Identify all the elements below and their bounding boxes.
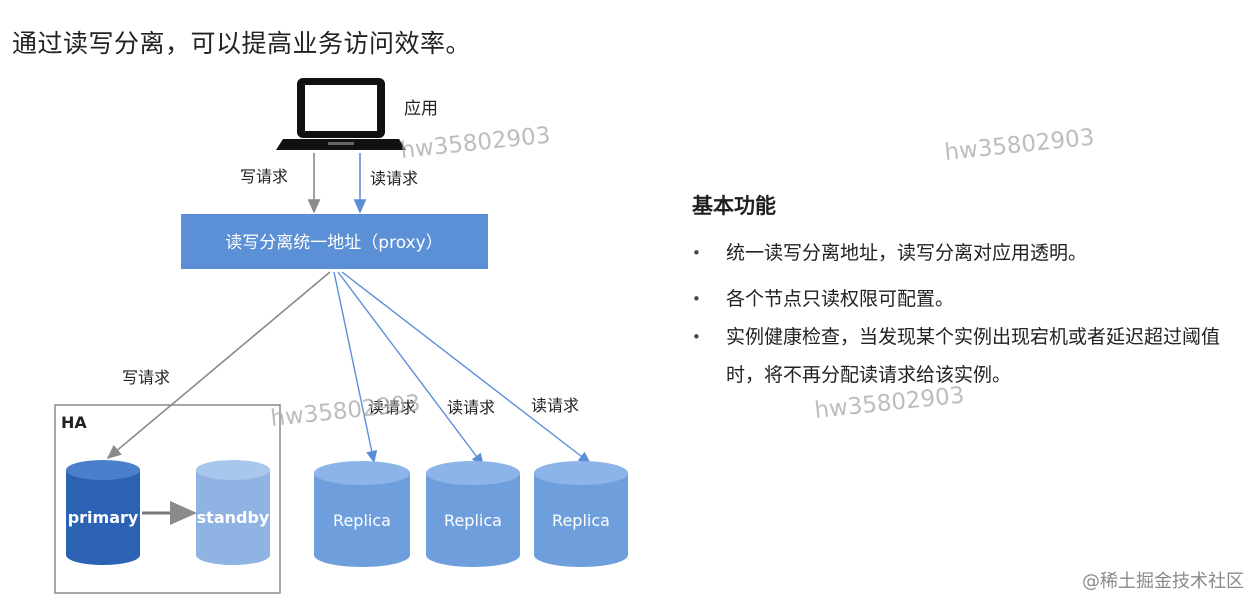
write-request-label: 写请求	[240, 167, 288, 186]
replica-label-1: Replica	[333, 511, 391, 530]
feature-text: 统一读写分离地址，读写分离对应用透明。	[726, 242, 1088, 264]
replica-label-3: Replica	[552, 511, 610, 530]
replica-db-1: Replica	[314, 461, 410, 567]
replica-label-2: Replica	[444, 511, 502, 530]
bullet-icon: •	[692, 328, 701, 346]
primary-db: primary	[66, 460, 140, 565]
replica-db-3: Replica	[534, 461, 628, 567]
ha-group	[54, 404, 281, 594]
read-request-label: 读请求	[370, 169, 418, 188]
proxy-read-arrow-2	[337, 271, 484, 467]
primary-label: primary	[68, 508, 139, 527]
proxy-read-label-1: 读请求	[368, 398, 416, 417]
footer-credit: @稀土掘金技术社区	[1082, 571, 1244, 592]
proxy-write-arrow	[106, 271, 331, 460]
proxy-read-label-3: 读请求	[531, 396, 579, 415]
feature-text: 实例健康检查，当发现某个实例出现宕机或者延迟超过阈值时，将不再分配读请求给该实例…	[726, 326, 1221, 386]
standby-db: standby	[196, 460, 270, 565]
replica-db-2: Replica	[426, 461, 520, 567]
features-title: 基本功能	[692, 194, 776, 218]
laptop-icon	[276, 78, 406, 150]
bullet-icon: •	[692, 290, 701, 308]
proxy-label: 读写分离统一地址（proxy）	[225, 233, 442, 253]
proxy-read-label-2: 读请求	[447, 398, 495, 417]
feature-text: 各个节点只读权限可配置。	[726, 288, 955, 310]
bullet-icon: •	[692, 244, 701, 262]
standby-label: standby	[197, 508, 270, 527]
app-label: 应用	[404, 99, 438, 119]
proxy-read-arrow-3	[341, 271, 592, 464]
proxy-write-label: 写请求	[122, 368, 170, 387]
page-title: 通过读写分离，可以提高业务访问效率。	[12, 29, 472, 58]
proxy-read-arrow-1	[333, 271, 378, 464]
ha-label: HA	[61, 413, 87, 432]
proxy-box	[181, 214, 488, 269]
